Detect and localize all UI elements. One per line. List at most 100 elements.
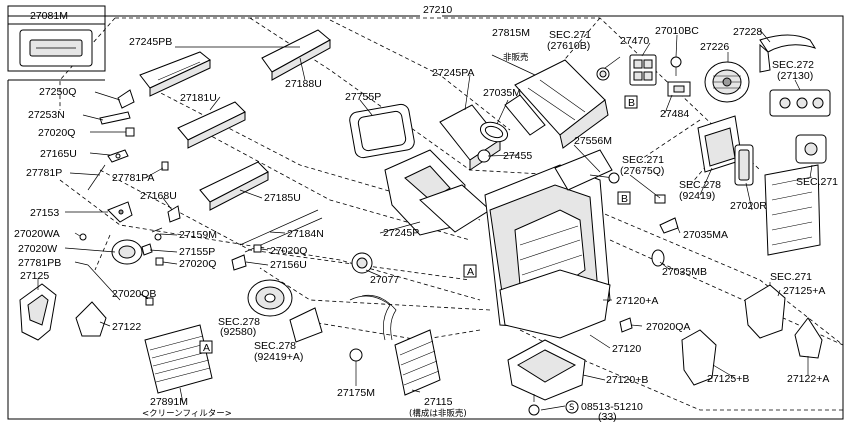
- ref-B-label: B: [621, 193, 628, 205]
- label-sec278-r: SEC.278: [679, 179, 721, 191]
- label-27115: 27115: [424, 396, 453, 408]
- label-sec271-top-sub: (27610B): [547, 40, 590, 52]
- label-27781PA: 27781PA: [112, 172, 154, 184]
- part-27181U-duct: [177, 101, 246, 149]
- label-27081M: 27081M: [30, 10, 68, 22]
- part-27122A-duct: [794, 317, 823, 359]
- part-sec271-grommet: [596, 67, 610, 81]
- label-27168U: 27168U: [140, 190, 177, 202]
- ref-box-A-1: A: [199, 340, 213, 354]
- ref-box-B-1: B: [624, 95, 638, 109]
- label-27210: 27210: [423, 4, 452, 16]
- label-27159M: 27159M: [179, 229, 217, 241]
- label-27781P: 27781P: [26, 167, 62, 179]
- label-27020QB: 27020QB: [112, 288, 156, 300]
- label-sec278-r-sub: (92419): [679, 190, 715, 202]
- part-27245PB-duct: [139, 51, 211, 97]
- label-27755P: 27755P: [345, 91, 381, 103]
- label-27185U: 27185U: [264, 192, 301, 204]
- part-27228-hose: [759, 34, 817, 73]
- part-27120B-drain-pan: [507, 339, 586, 401]
- label-sec278-b-sub: (92419+A): [254, 351, 303, 363]
- leader-lines: [37, 29, 813, 411]
- label-27035M: 27035M: [483, 87, 521, 99]
- label-27470: 27470: [620, 35, 649, 47]
- part-27168U-bracket: [167, 205, 181, 223]
- main-frame: [7, 15, 844, 420]
- part-bolt-08513: [528, 394, 540, 416]
- label-27228: 27228: [733, 26, 762, 38]
- label-27077: 27077: [370, 274, 399, 286]
- label-27120B: 27120+B: [606, 374, 648, 386]
- label-27125A: 27125+A: [783, 285, 825, 297]
- label-sec271-mid-sub: (27675Q): [620, 165, 664, 177]
- label-bolt-number: 08513-51210: [581, 401, 643, 413]
- label-27253N: 27253N: [28, 109, 65, 121]
- label-sec271-top: SEC.271: [549, 29, 591, 41]
- part-27155P-link: [141, 243, 153, 256]
- label-27020Q-b: 27020Q: [179, 258, 216, 270]
- label-27181U: 27181U: [180, 92, 217, 104]
- label-27556M: 27556M: [574, 135, 612, 147]
- label-27226: 27226: [700, 41, 729, 53]
- inset-frame: [7, 5, 106, 72]
- part-27253N-lever: [99, 111, 131, 125]
- label-27250Q: 27250Q: [39, 86, 76, 98]
- label-sec272-sub: (27130): [777, 70, 813, 82]
- label-sec271-low: SEC.271: [770, 271, 812, 283]
- label-27035MA: 27035MA: [683, 229, 728, 241]
- label-sec272: SEC.272: [772, 59, 814, 71]
- part-sec271-heater-core: [764, 164, 821, 256]
- label-27020R: 27020R: [730, 200, 767, 212]
- label-27155P: 27155P: [179, 246, 215, 258]
- part-27010BC-screw: [670, 56, 682, 76]
- part-27245P-housing: [384, 149, 491, 236]
- label-27455: 27455: [503, 150, 532, 162]
- part-27122-duct: [75, 301, 107, 337]
- label-27020QA: 27020QA: [646, 321, 690, 333]
- label-27125B: 27125+B: [707, 373, 749, 385]
- part-27165U-link: [107, 149, 129, 163]
- label-27115-sub: (構成は非販売): [409, 408, 467, 419]
- ref-A-label: A: [203, 342, 210, 354]
- part-27188U-duct: [261, 29, 331, 81]
- label-bolt-qty: (33): [598, 411, 617, 423]
- part-sec278-filter-r: [697, 115, 743, 173]
- label-27891M: 27891M: [150, 396, 188, 408]
- label-27122: 27122: [112, 321, 141, 333]
- label-27245PB: 27245PB: [129, 36, 172, 48]
- label-27153: 27153: [30, 207, 59, 219]
- part-27484-bracket: [667, 81, 691, 97]
- part-sec278-blower-wheel: [247, 279, 293, 317]
- label-sec278-a-sub: (92580): [220, 326, 256, 338]
- ref-circle-S: S: [565, 400, 579, 414]
- label-27175M: 27175M: [337, 387, 375, 399]
- part-27077-actuator: [351, 252, 373, 274]
- part-27020W-motor: [111, 239, 143, 265]
- part-27175M-valve: [349, 348, 363, 375]
- ref-S-label: S: [569, 403, 574, 413]
- part-sec278-filter-b: [289, 307, 323, 343]
- label-non-sale-top: 非販売: [503, 52, 529, 63]
- part-27185U-duct: [199, 161, 269, 211]
- part-27781PA-clip: [161, 161, 169, 171]
- part-27020WA-clip: [79, 233, 87, 241]
- part-27081M-filter-box: [19, 29, 93, 67]
- ref-box-B-2: B: [617, 191, 631, 205]
- part-27125B-duct: [681, 329, 717, 386]
- part-27781PB-rod: [87, 264, 121, 301]
- part-27250Q-clip: [117, 89, 135, 109]
- label-27010BC: 27010BC: [655, 25, 699, 37]
- label-27165U: 27165U: [40, 148, 77, 160]
- label-27035MB: 27035MB: [662, 266, 707, 278]
- label-27815M: 27815M: [492, 27, 530, 39]
- part-27035MB-seal: [651, 249, 665, 267]
- part-27153-lever: [107, 201, 133, 223]
- part-27755P-gasket: [349, 103, 415, 159]
- part-27115-heater-unit: [349, 294, 441, 396]
- label-27020WA: 27020WA: [14, 228, 60, 240]
- ref-box-A-2: A: [463, 264, 477, 278]
- part-27159M-link: [151, 227, 163, 241]
- part-27125-duct: [19, 283, 57, 341]
- label-27122A: 27122+A: [787, 373, 829, 385]
